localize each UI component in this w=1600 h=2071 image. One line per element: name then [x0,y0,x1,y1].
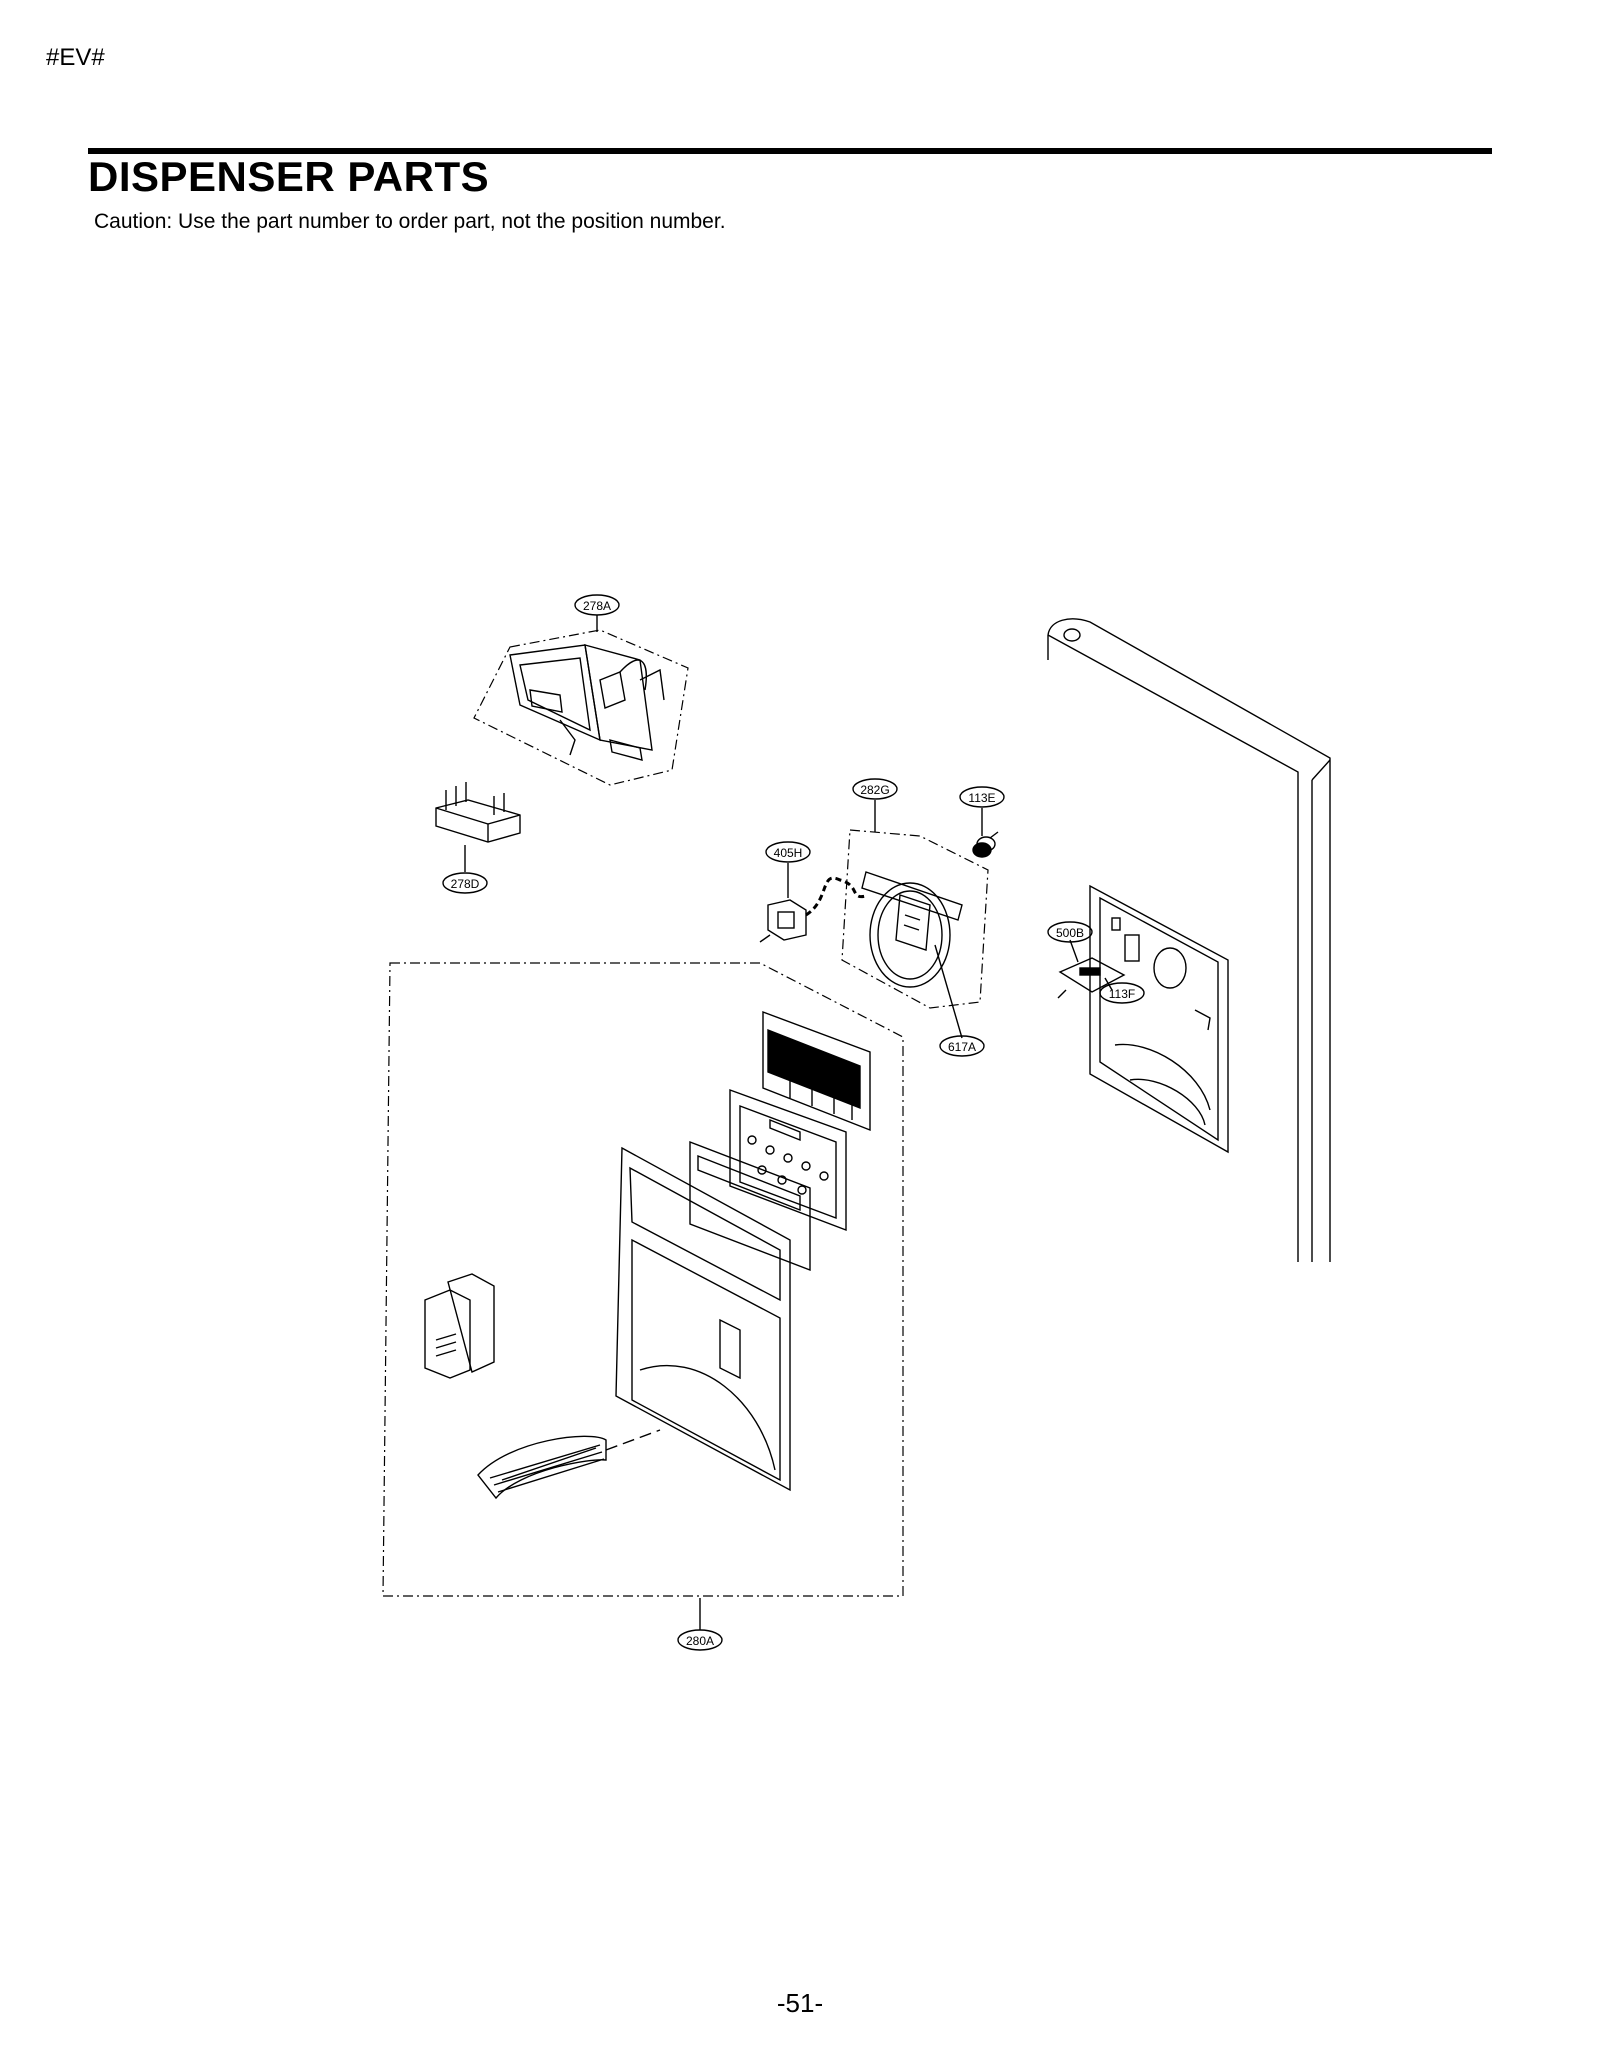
page-number: -51- [776,1988,824,2018]
part-113E-spring [972,831,999,858]
callout-280A: 280A [686,1634,714,1648]
callout-278A: 278A [583,599,611,613]
leader-617A [934,944,963,1039]
callout-500B-ring [1047,921,1093,943]
dispenser-cover [615,1146,791,1492]
leader-500B [1069,939,1079,963]
callout-113E: 113E [968,791,995,805]
page-title: DISPENSER PARTS [88,153,490,200]
part-278A-assembly [473,629,689,786]
callout-617A-ring [939,1035,985,1057]
callout-278A-ring [574,594,620,616]
drip-tray [477,1429,661,1500]
callout-500B: 500B [1056,926,1084,940]
refrigerator-door [1047,618,1331,1262]
leader-113F [1104,977,1113,991]
side-cover [424,1273,495,1379]
callout-113E-ring [959,786,1005,808]
callout-617A: 617A [948,1040,976,1054]
callout-113F: 113F [1109,987,1135,1001]
part-405H-solenoid [759,876,867,943]
callout-282G-ring [852,778,898,800]
callout-113F-ring [1099,982,1145,1004]
frame-panel [689,1140,811,1272]
caution-note: Caution: Use the part number to order pa… [94,210,726,233]
model-code: #EV# [46,44,105,71]
part-282G-assembly [841,829,989,1009]
callout-405H-ring [765,841,811,863]
callout-282G: 282G [860,783,889,797]
callout-280A-ring [677,1629,723,1651]
control-panel [729,1089,847,1232]
callout-278D-ring [442,872,488,894]
part-280A-assembly [382,962,904,1597]
part-278D-bracket [435,782,521,843]
display-lens [762,1010,871,1132]
callout-405H: 405H [774,846,803,860]
title-rule [88,148,1492,154]
callout-278D: 278D [451,877,480,891]
part-500B-board [1057,957,1126,999]
